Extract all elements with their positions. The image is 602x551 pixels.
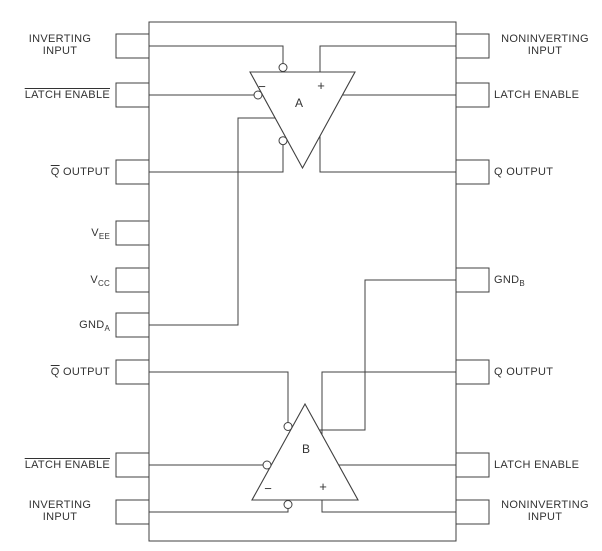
subscript: EE [98,232,110,242]
subscript: CC [98,279,110,289]
overlined-text: LATCH ENABLE [24,89,110,101]
pin-label-q-output-b: Q OUTPUT [494,366,554,378]
pin-box-inverting-input-b [115,499,150,525]
pin-label-latch-enable-b: LATCH ENABLE [494,459,580,471]
wire-noninverting-input-a [319,45,456,72]
comparator-a-triangle [249,71,356,170]
wire-inverting-input-a [149,45,284,64]
pin-label-line: INVERTING [28,33,92,45]
comparator-a-plus-sign: + [317,78,325,93]
inversion-bubble-qbar-output-b [283,422,293,431]
pin-box-qbar-output-a [115,159,150,185]
pin-label-qbar-output-a: Q OUTPUT [50,166,110,178]
pin-label-inverting-input-b: INVERTING INPUT [8,499,112,523]
wire-qbar-output-a [149,145,284,173]
pin-label-gnd-a: GNDA [79,319,110,334]
pin-box-inverting-input-a [115,33,150,59]
inversion-bubble-latch-enable-a [253,90,263,100]
comparator-a-label: A [295,96,303,110]
pin-label-qbar-output-b: Q OUTPUT [50,366,110,378]
pin-label-line: INPUT [42,45,78,57]
wire-noninverting-input-b [321,500,456,513]
wire-q-output-b [321,371,456,435]
pin-box-gnd-a [115,312,150,338]
overlined-text: Q [50,366,60,378]
subscript: A [104,324,110,334]
pin-label-latch-enable-a: LATCH ENABLE [494,89,580,101]
right-pin-boxes [455,33,490,525]
pin-box-q-output-a [455,159,490,185]
pin-box-latch-enable-a [455,82,490,108]
comparator-b-plus-sign: + [319,479,327,494]
pin-box-vcc [115,267,150,293]
pin-label-line: NONINVERTING [501,499,589,511]
inversion-bubble-qbar-output-a [278,136,288,146]
pin-label-line: INVERTING [28,499,92,511]
pin-box-latch-enable-a-bar [115,82,150,108]
pin-label-line: INPUT [527,45,563,57]
pin-label-line: INPUT [527,511,563,523]
pin-label-line: INPUT [42,511,78,523]
pin-label-vcc: VCC [90,274,110,289]
pin-label-latch-enable-b-bar: LATCH ENABLE [0,459,110,471]
wire-qbar-output-b [149,371,289,423]
pin-label-vee: VEE [91,227,110,242]
pin-box-q-output-b [455,359,490,385]
subscript: B [519,279,525,289]
pin-box-noninverting-input-b [455,499,490,525]
left-pin-boxes [115,33,150,525]
pin-box-latch-enable-b [455,452,490,478]
pin-box-latch-enable-b-bar [115,452,150,478]
wire-gnd-b [319,279,456,431]
wire-gnd-a [149,117,275,326]
inversion-bubble-inverting-input-a [278,63,288,72]
pin-label-noninverting-input-b: NONINVERTING INPUT [492,499,598,523]
pin-label-gnd-b: GNDB [494,274,525,289]
comparator-b-label: B [302,442,310,456]
wire-inverting-input-b [149,508,289,513]
pin-box-vee [115,220,150,246]
pin-label-latch-enable-a-bar: LATCH ENABLE [0,89,110,101]
overlined-text: LATCH ENABLE [24,459,110,471]
pin-label-line: NONINVERTING [501,33,589,45]
pin-label-inverting-input-a: INVERTING INPUT [8,33,112,57]
wire-q-output-a [319,136,456,173]
overlined-text: Q [50,166,60,178]
pin-box-gnd-b [455,267,490,293]
comparator-b-minus-sign: − [264,481,272,496]
pin-box-qbar-output-b [115,359,150,385]
pin-label-q-output-a: Q OUTPUT [494,166,554,178]
inversion-bubble-latch-enable-b [262,460,272,470]
comparator-a-minus-sign: − [258,79,266,94]
pin-label-noninverting-input-a: NONINVERTING INPUT [492,33,598,57]
comparator-b-triangle [251,402,359,501]
inversion-bubble-inverting-input-b [283,500,293,509]
pin-box-noninverting-input-a [455,33,490,59]
